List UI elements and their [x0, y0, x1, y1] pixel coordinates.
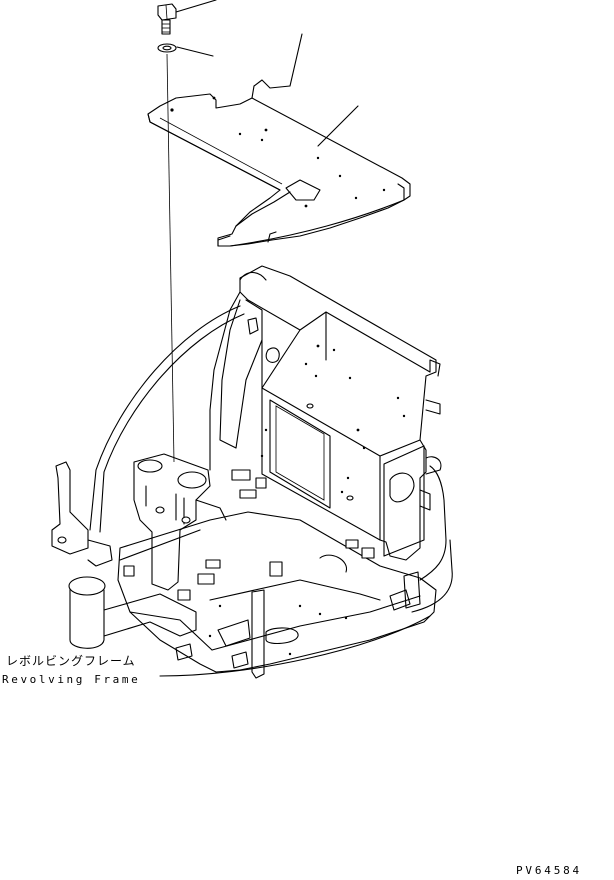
washer-icon	[157, 43, 177, 53]
cover-leader-line	[317, 105, 359, 147]
cylinder-boss	[68, 576, 197, 649]
bolt-leader-line	[175, 0, 217, 13]
drawing-code: PV64584	[516, 864, 582, 877]
plate-leader-line	[289, 33, 303, 87]
frame-housing	[209, 265, 442, 561]
pipe-line	[89, 305, 245, 533]
right-pipes	[159, 465, 453, 677]
cover-plate	[147, 79, 411, 247]
left-bracket	[51, 461, 113, 567]
part-name-en: Revolving Frame	[2, 673, 141, 686]
assembly-axis-line	[166, 53, 175, 463]
fasteners	[123, 469, 375, 601]
washer-leader-line	[176, 46, 214, 57]
swing-bracket	[133, 453, 227, 591]
bolt-icon	[157, 3, 177, 35]
revolving-frame-base	[117, 511, 437, 679]
part-name-jp: レボルビングフレーム	[6, 654, 136, 668]
